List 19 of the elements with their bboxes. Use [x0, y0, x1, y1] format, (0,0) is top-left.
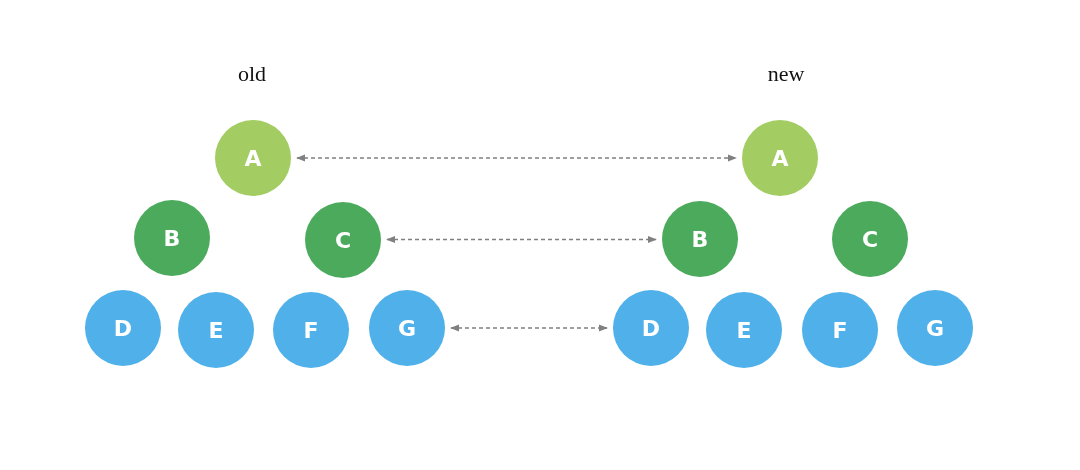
node-letter: A — [244, 145, 262, 171]
double-arrow — [386, 235, 657, 244]
node-letter: F — [832, 317, 848, 343]
node-letter: F — [303, 317, 319, 343]
node-letter: E — [208, 317, 224, 343]
node-letter: E — [736, 317, 752, 343]
tree-heading: new — [767, 61, 805, 87]
node-letter: B — [691, 226, 709, 252]
node-letter: B — [163, 225, 181, 251]
node-letter: G — [397, 315, 417, 341]
node-letter: A — [771, 145, 789, 171]
node-letter: C — [861, 226, 879, 252]
double-arrow — [450, 324, 608, 332]
tree-heading: old — [237, 61, 267, 87]
node-letter: D — [113, 315, 133, 341]
double-arrow — [296, 154, 737, 162]
node-letter: D — [641, 315, 661, 341]
node-letter: C — [334, 227, 352, 253]
node-letter: G — [925, 315, 945, 341]
